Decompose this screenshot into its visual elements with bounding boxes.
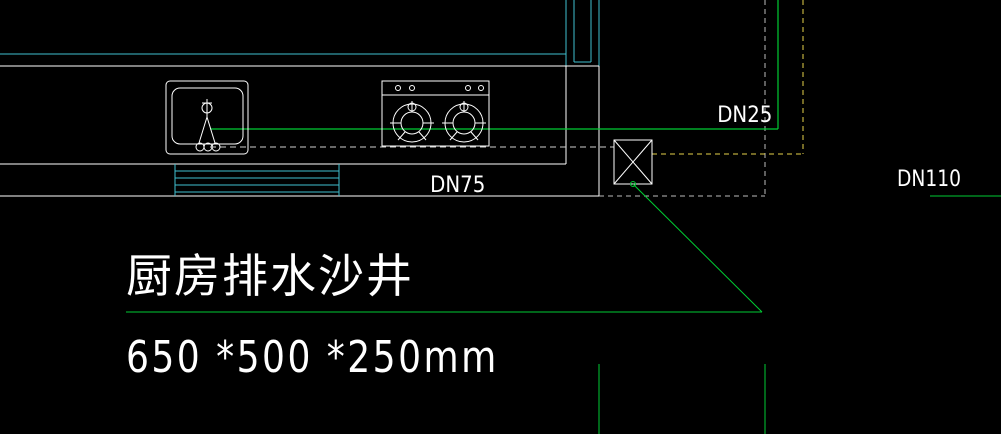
gas-pipe-dashed bbox=[652, 0, 804, 155]
gas-stove-icon bbox=[381, 80, 490, 147]
sand-well-icon bbox=[613, 139, 653, 185]
label-dn110: DN110 bbox=[897, 166, 961, 192]
water-supply-dn25 bbox=[210, 0, 779, 130]
annotation-dimensions: 650 *500 *250mm bbox=[126, 333, 499, 383]
label-dn25: DN25 bbox=[717, 102, 772, 127]
burner-right-icon bbox=[442, 101, 486, 143]
counter-outline bbox=[0, 65, 600, 197]
label-dn75: DN75 bbox=[430, 172, 485, 197]
annotation-title: 厨房排水沙井 bbox=[126, 249, 414, 303]
sink-icon bbox=[165, 80, 249, 155]
burner-left-icon bbox=[390, 101, 434, 143]
dashed-boundary bbox=[599, 0, 766, 197]
green-grid-lines bbox=[598, 195, 1001, 434]
leader-line bbox=[126, 181, 763, 313]
cyan-steps bbox=[174, 164, 340, 196]
cyan-wall-lines bbox=[0, 0, 600, 66]
